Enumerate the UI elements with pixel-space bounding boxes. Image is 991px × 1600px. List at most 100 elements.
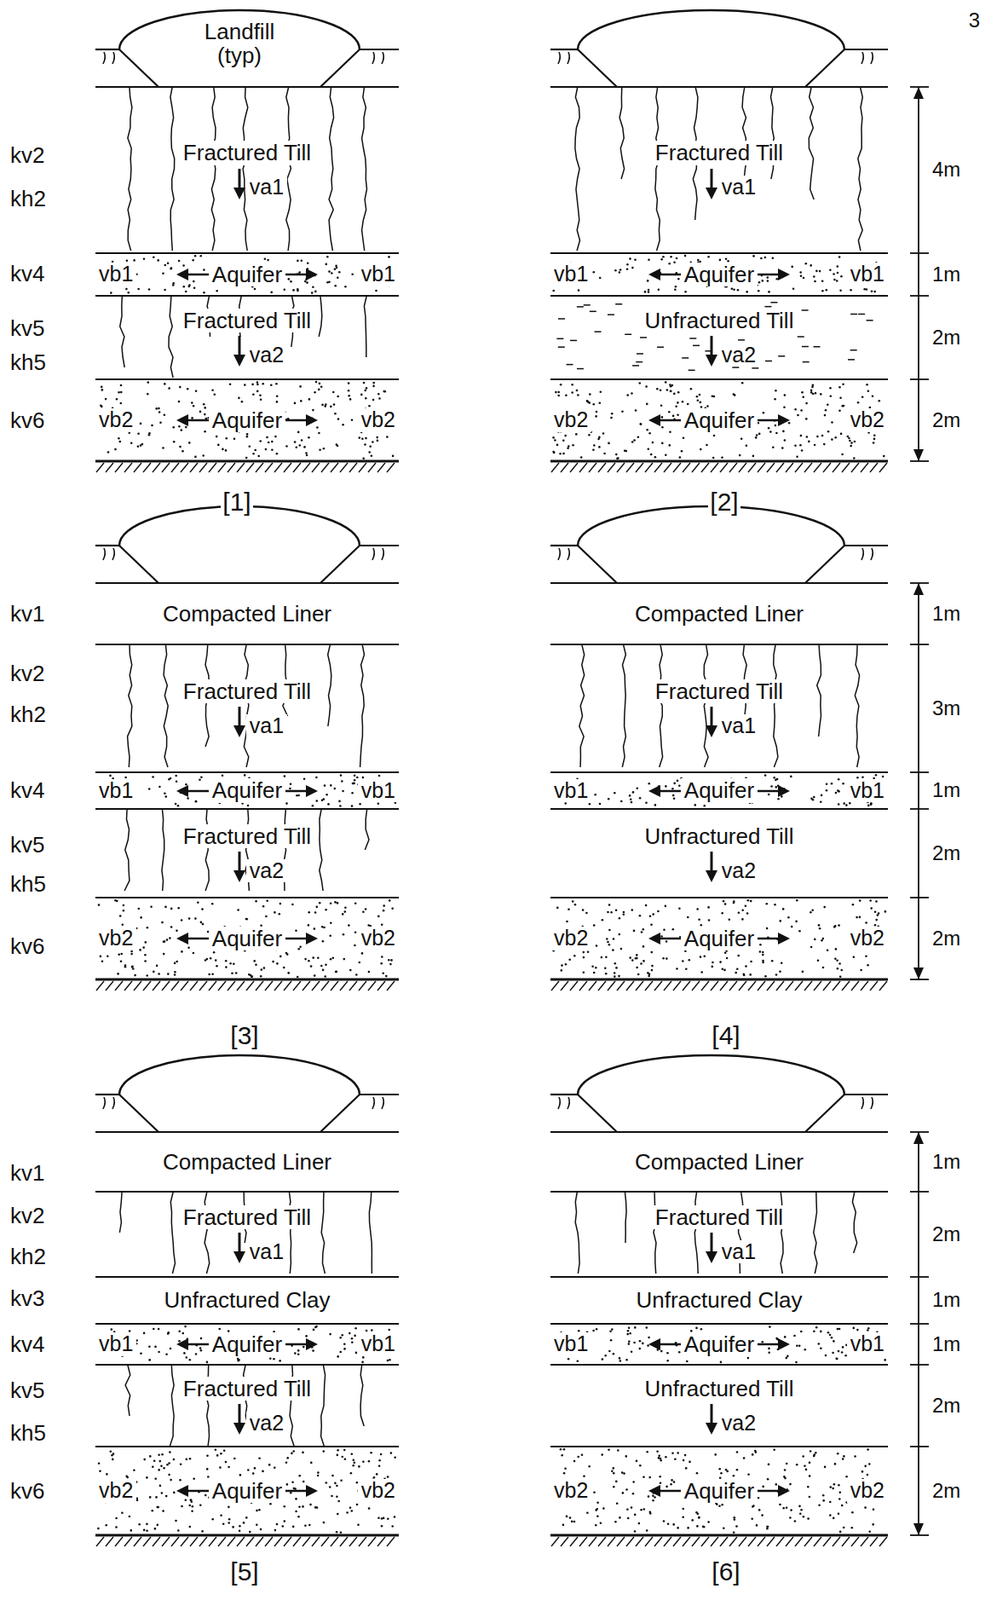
sand-dot: [97, 1462, 101, 1465]
sand-dot: [619, 268, 623, 271]
clay-dash: [624, 334, 632, 336]
sand-dot: [390, 958, 393, 962]
sand-dot: [805, 262, 808, 266]
sand-dot: [795, 898, 799, 902]
clay-dash: [866, 319, 874, 322]
sand-dot: [325, 793, 329, 796]
sand-dot: [124, 965, 127, 968]
sand-dot: [365, 386, 369, 390]
sand-dot: [388, 898, 392, 902]
sand-dot: [201, 922, 205, 926]
sand-dot: [640, 930, 644, 934]
sand-dot: [619, 1359, 623, 1362]
sand-dot: [145, 1522, 149, 1526]
sand-dot: [720, 455, 724, 459]
sand-dot: [191, 259, 195, 262]
sand-dot: [857, 401, 860, 404]
sand-dot: [557, 394, 560, 398]
sand-dot: [794, 408, 797, 411]
sand-dot: [252, 392, 255, 396]
sand-dot: [829, 269, 832, 272]
sand-dot: [293, 1351, 297, 1354]
sand-dot: [178, 1339, 181, 1343]
sand-dot: [647, 290, 651, 294]
sand-dot: [741, 909, 744, 912]
sand-dot: [872, 441, 876, 444]
bedrock-hatch: [227, 980, 236, 991]
sand-dot: [291, 903, 294, 906]
bedrock-hatch: [766, 462, 775, 473]
sand-dot: [276, 1522, 279, 1526]
layer-boundary: [550, 294, 888, 297]
sand-dot: [339, 1479, 343, 1482]
bedrock-hatch: [330, 1536, 339, 1546]
sand-dot: [334, 787, 337, 790]
bedrock-hatch: [785, 980, 794, 991]
sand-dot: [773, 903, 777, 906]
sand-dot: [138, 948, 142, 951]
sand-dot: [286, 1482, 289, 1486]
sand-dot: [762, 411, 766, 415]
fracture-line: [813, 1191, 818, 1274]
sand-dot: [649, 914, 652, 917]
bedrock-hatch: [339, 1536, 348, 1546]
sand-dot: [564, 962, 568, 966]
sand-dot: [656, 910, 660, 913]
landfill-mound: [119, 1054, 360, 1095]
sand-dot: [639, 381, 642, 385]
layer-boundary: [95, 643, 399, 646]
sand-dot: [265, 899, 269, 903]
bedrock-hatch: [645, 462, 653, 473]
bedrock-hatch: [96, 980, 104, 991]
sand-dot: [766, 902, 769, 905]
sand-dot: [147, 380, 150, 384]
sand-dot: [559, 383, 563, 387]
sand-dot: [772, 776, 776, 779]
ground-surface: [844, 48, 888, 51]
sand-dot: [322, 797, 326, 801]
sand-dot: [148, 288, 151, 291]
sand-dot: [167, 386, 171, 390]
sand-dot: [675, 967, 679, 970]
sand-dot: [320, 964, 323, 968]
sand-dot: [582, 950, 586, 954]
bedrock-hatch: [738, 462, 747, 473]
sand-dot: [647, 974, 651, 978]
bedrock-hatch: [663, 980, 672, 991]
sand-dot: [265, 448, 268, 451]
sand-dot: [252, 1471, 255, 1475]
sand-dot: [842, 801, 846, 805]
sand-dot: [870, 803, 873, 807]
sand-dot: [308, 1523, 312, 1527]
sand-dot: [211, 389, 214, 392]
sand-dot: [628, 257, 632, 260]
grass-mark: [381, 547, 384, 560]
sand-dot: [380, 955, 384, 958]
sand-dot: [298, 1504, 301, 1508]
bedrock-hatch: [823, 980, 831, 991]
fracture-line: [243, 644, 249, 767]
sand-dot: [840, 275, 843, 278]
sand-dot: [195, 800, 198, 803]
sand-dot: [810, 945, 813, 949]
bedrock-hatch: [265, 980, 273, 991]
sand-dot: [732, 392, 736, 396]
sand-dot: [805, 417, 808, 421]
sand-dot: [270, 291, 273, 294]
sand-dot: [363, 389, 367, 392]
clay-dash: [594, 330, 602, 333]
fracture-line: [657, 644, 663, 767]
sand-dot: [203, 430, 207, 433]
sand-dot: [562, 452, 565, 456]
sand-dot: [279, 902, 283, 905]
sand-dot: [708, 918, 711, 922]
sand-dot: [116, 972, 120, 975]
sand-dot: [576, 1359, 580, 1363]
sand-dot: [557, 391, 560, 394]
sand-dot: [341, 912, 345, 916]
sand-dot: [167, 1331, 170, 1335]
sand-dot: [227, 1521, 231, 1524]
sand-dot: [593, 793, 597, 796]
sand-dot: [323, 974, 327, 978]
sand-dot: [618, 933, 622, 936]
